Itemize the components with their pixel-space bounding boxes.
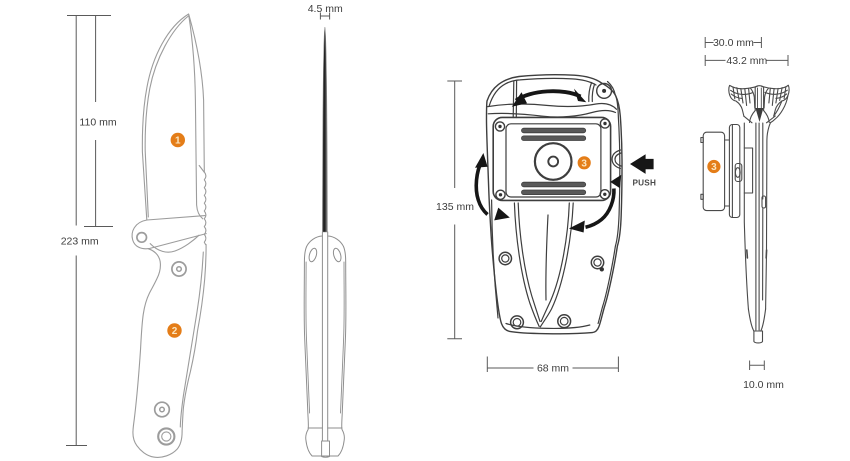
svg-text:68 mm: 68 mm [537, 363, 569, 375]
svg-text:2: 2 [172, 326, 178, 337]
svg-text:43.2 mm: 43.2 mm [726, 55, 767, 67]
svg-text:PUSH: PUSH [633, 178, 657, 187]
svg-text:223 mm: 223 mm [61, 236, 99, 248]
svg-text:10.0 mm: 10.0 mm [743, 379, 784, 391]
svg-text:1: 1 [175, 136, 181, 147]
svg-text:135 mm: 135 mm [436, 201, 474, 213]
svg-text:3: 3 [581, 158, 587, 169]
svg-text:3: 3 [711, 162, 717, 173]
svg-text:4.5 mm: 4.5 mm [308, 3, 343, 15]
svg-text:30.0 mm: 30.0 mm [713, 37, 754, 49]
svg-text:110 mm: 110 mm [79, 117, 116, 129]
